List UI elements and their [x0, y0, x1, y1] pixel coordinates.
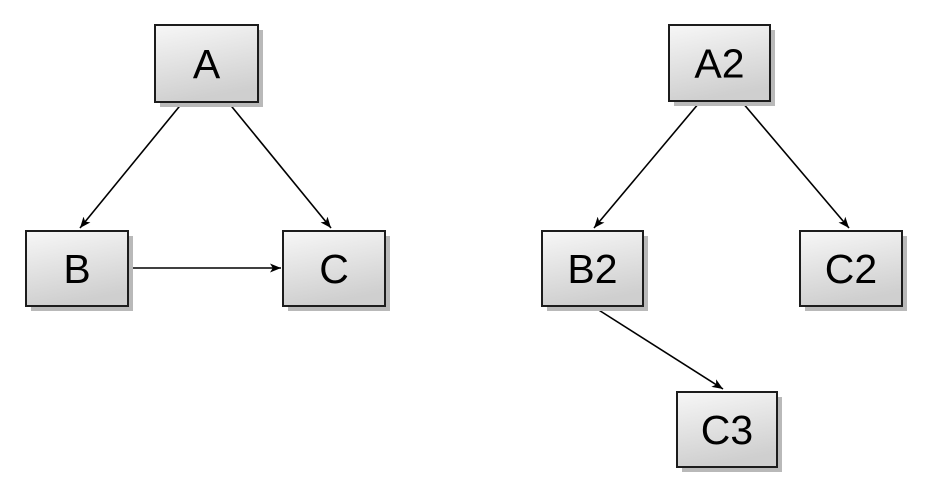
node-C3: C3: [676, 391, 782, 472]
edge-A-to-C: [227, 101, 332, 229]
node-box: [154, 24, 259, 103]
node-B2: B2: [541, 230, 648, 311]
node-box: [668, 24, 771, 102]
node-label: C: [319, 246, 349, 292]
node-label: C3: [701, 407, 753, 453]
node-box: [25, 230, 129, 307]
node-label: B2: [567, 246, 617, 292]
node-A: A: [154, 24, 263, 107]
node-A2: A2: [668, 24, 775, 106]
node-box: [541, 230, 644, 307]
node-box: [282, 230, 386, 307]
node-label: C2: [825, 246, 877, 292]
edge-A-to-B: [79, 101, 184, 229]
node-label: A2: [694, 40, 744, 86]
node-box: [676, 391, 778, 468]
node-box: [799, 230, 903, 307]
node-B: B: [25, 230, 133, 311]
node-label: B: [63, 246, 90, 292]
node-label: A: [193, 41, 221, 87]
edge-B2-to-C3: [593, 306, 724, 390]
left-graph: A B C: [25, 24, 390, 311]
edge-A2-to-B2: [593, 102, 700, 229]
node-C: C: [282, 230, 390, 311]
edge-A2-to-C2: [741, 101, 850, 229]
node-C2: C2: [799, 230, 907, 311]
